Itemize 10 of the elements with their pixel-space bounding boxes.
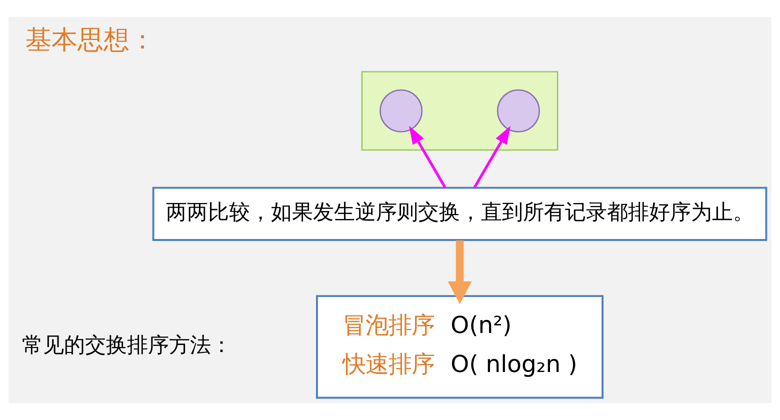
arrow	[409, 126, 446, 188]
diagram-title: 基本思想：	[26, 25, 156, 56]
arrow	[448, 240, 472, 304]
node-box: 冒泡排序 O(n²) 快速排序 O( nlog₂n )	[316, 295, 604, 399]
node-circle	[496, 89, 540, 132]
label: 常见的交换排序方法：	[22, 332, 232, 357]
cluster	[361, 71, 558, 151]
node-circle	[380, 89, 423, 132]
node-box: 两两比较，如果发生逆序则交换，直到所有记录都排好序为止。	[152, 186, 768, 241]
arrow	[473, 126, 510, 188]
